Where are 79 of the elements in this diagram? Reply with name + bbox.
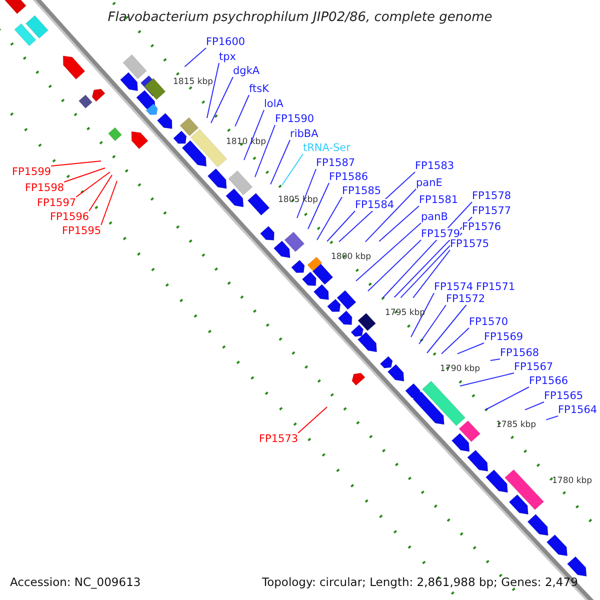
gene-label: FP1583 — [415, 160, 454, 172]
gene-label: FP1597 — [37, 197, 76, 209]
leader-line — [254, 124, 276, 178]
gene-label: panB — [421, 211, 448, 223]
gene-label: FP1567 — [514, 361, 554, 373]
tick-label: 1815 kbp — [173, 77, 214, 87]
leader-line — [412, 250, 450, 298]
leader-line — [64, 168, 106, 182]
tick-label: 1785 kbp — [496, 420, 536, 430]
footer-text: Accession: NC_009613 — [10, 576, 141, 588]
gene-label: FP1578 — [472, 190, 512, 202]
gene-label: FP1569 — [484, 331, 524, 343]
gene-label: FP1581 — [419, 194, 458, 206]
leader-line — [244, 110, 264, 160]
leader-line — [441, 328, 470, 354]
leader-line — [316, 196, 342, 240]
gene-label: FP1600 — [206, 36, 246, 48]
footer-text: Topology: circular; Length: 2,861,988 bp; Genes: 2,479 — [262, 576, 578, 588]
gene-label: FP1598 — [25, 182, 64, 194]
gene-label: FP1572 — [446, 293, 486, 305]
leader-line — [282, 154, 304, 186]
gene-label: FP1574 — [434, 281, 474, 293]
leader-line — [76, 172, 110, 198]
gene-label: FP1568 — [500, 347, 540, 359]
leader-line — [490, 358, 500, 361]
leader-line — [460, 372, 514, 386]
leader-line — [298, 406, 328, 434]
leader-line — [234, 94, 250, 127]
gene-label: tpx — [219, 51, 236, 63]
gene-label: FP1584 — [355, 199, 394, 211]
leader-line — [210, 76, 234, 124]
gene-label: FP1570 — [469, 316, 508, 328]
leader-line — [410, 292, 434, 338]
gene-label: FP1564 — [558, 404, 598, 416]
leader-line — [296, 168, 316, 218]
gene-label: FP1596 — [50, 211, 90, 223]
leader-line — [364, 188, 416, 242]
tick-label: 1780 kbp — [552, 476, 592, 486]
leader-line — [356, 222, 422, 282]
gene-label: lolA — [264, 98, 284, 110]
leader-line — [50, 160, 102, 166]
gene-label: tRNA-Ser — [303, 142, 350, 154]
gene-label: FP1575 — [450, 238, 490, 250]
leader-line — [326, 210, 356, 242]
gene-label: panE — [416, 177, 442, 189]
leader-line — [88, 174, 112, 212]
tick-label: 1800 kbp — [331, 252, 372, 262]
gene-label: FP1565 — [544, 390, 584, 402]
leader-line — [270, 140, 290, 185]
title: Flavobacterium psychrophilum JIP02/86, complete genome — [106, 12, 494, 24]
leader-line — [100, 180, 118, 226]
gene-label: ribBA — [290, 128, 318, 140]
gene-label: FP1571 — [476, 281, 516, 293]
leader-line — [378, 206, 420, 242]
leader-line — [368, 240, 422, 292]
leader-line — [456, 342, 484, 354]
gene-label: FP1585 — [342, 185, 382, 197]
gene-label: FP1595 — [62, 225, 102, 237]
gene-label: dgkA — [233, 65, 260, 77]
leader-line — [308, 182, 330, 230]
gene-label: FP1573 — [259, 433, 298, 445]
leader-line — [484, 386, 530, 410]
gene-label: FP1566 — [529, 375, 568, 387]
tick-label: 1810 kbp — [226, 137, 266, 147]
gene-label: ftsK — [249, 83, 269, 95]
leader-line — [206, 62, 220, 118]
leader-line — [382, 202, 472, 298]
gene-label: FP1587 — [316, 157, 356, 169]
leader-line — [524, 402, 544, 410]
gene-label: FP1590 — [275, 113, 314, 125]
gene-label: FP1577 — [472, 205, 512, 217]
tick-label: 1790 kbp — [440, 364, 480, 374]
gene-label: FP1586 — [329, 171, 368, 183]
gene-label: FP1576 — [462, 221, 502, 233]
leader-line — [418, 304, 446, 344]
leader-line — [546, 416, 558, 420]
gene-label: FP1579 — [421, 228, 460, 240]
leader-line — [184, 48, 206, 68]
gene-label: FP1599 — [12, 166, 52, 178]
